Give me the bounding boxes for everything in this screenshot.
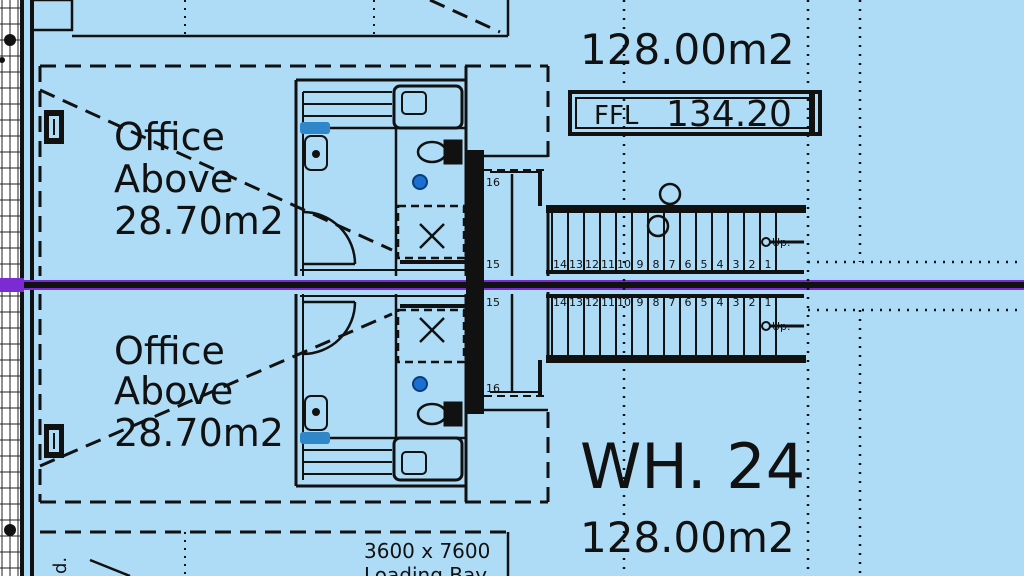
stair-lower-up-label: Up. bbox=[772, 320, 791, 333]
office-lower-name-2: Above bbox=[114, 369, 233, 413]
ffl-value: 134.20 bbox=[666, 94, 792, 135]
corner-mark: d. bbox=[50, 557, 71, 574]
stair-lower-step-number: 5 bbox=[701, 296, 708, 309]
office-upper-name-1: Office bbox=[114, 115, 225, 159]
loading-bay-dimensions: 3600 x 7600 bbox=[364, 539, 490, 563]
office-lower-area: 28.70m2 bbox=[114, 411, 284, 455]
stair-lower-step-number: 13 bbox=[569, 296, 583, 309]
stair-upper-step-number: 5 bbox=[701, 258, 708, 271]
stair-upper-step-number: 6 bbox=[685, 258, 692, 271]
stair-upper-up-label: Up. bbox=[772, 236, 791, 249]
sink-lower bbox=[300, 376, 428, 444]
stair-lower-step-number: 14 bbox=[553, 296, 567, 309]
amenities-block-lower bbox=[294, 294, 468, 502]
loading-bay-outline bbox=[40, 530, 510, 576]
stair-lower-step-number: 8 bbox=[653, 296, 660, 309]
sink-upper bbox=[300, 122, 428, 190]
stair-lower-step-number: 7 bbox=[669, 296, 676, 309]
stair-lower-step-number: 3 bbox=[733, 296, 740, 309]
office-lower-name-1: Office bbox=[114, 329, 225, 373]
stair-upper-step-number: 9 bbox=[637, 258, 644, 271]
stair-upper-step-number: 12 bbox=[585, 258, 599, 271]
stair-lower-step-number: 12 bbox=[585, 296, 599, 309]
stair-upper-step-number: 1 bbox=[765, 258, 772, 271]
stair-lower-step-number: 1 bbox=[765, 296, 772, 309]
amenities-block-upper bbox=[294, 66, 468, 276]
outlet-symbol-lower bbox=[44, 424, 64, 458]
stair-upper-step-number: 11 bbox=[601, 258, 615, 271]
stair-upper-step-number: 4 bbox=[717, 258, 724, 271]
office-upper-name-2: Above bbox=[114, 157, 233, 201]
stair-upper-landing-16: 16 bbox=[486, 176, 500, 189]
top-left-partial-room bbox=[30, 0, 510, 38]
bottom-unit-area: 128.00m2 bbox=[580, 513, 795, 562]
stair-lower-step-number: 6 bbox=[685, 296, 692, 309]
stair-upper-step-number: 2 bbox=[749, 258, 756, 271]
outlet-symbol-upper bbox=[44, 110, 64, 144]
ffl-box bbox=[568, 90, 822, 136]
staircase-upper bbox=[490, 171, 806, 276]
stair-upper-step-number: 7 bbox=[669, 258, 676, 271]
stair-lower-step-number: 4 bbox=[717, 296, 724, 309]
stair-upper-landing-15: 15 bbox=[486, 258, 500, 271]
grid-dotted-lines bbox=[622, 0, 1024, 576]
stair-upper-step-number: 10 bbox=[617, 258, 631, 271]
stair-lower-landing-16: 16 bbox=[486, 382, 500, 395]
staircase-lower bbox=[490, 292, 806, 393]
stair-lower-step-number: 2 bbox=[749, 296, 756, 309]
stair-upper-step-number: 8 bbox=[653, 258, 660, 271]
office-above-upper-outline bbox=[38, 64, 550, 276]
top-unit-area: 128.00m2 bbox=[580, 25, 795, 74]
office-upper-area: 28.70m2 bbox=[114, 199, 284, 243]
stair-upper-step-number: 3 bbox=[733, 258, 740, 271]
stair-lower-step-number: 10 bbox=[617, 296, 631, 309]
stair-lower-landing-15: 15 bbox=[486, 296, 500, 309]
unit-boundary-wall bbox=[24, 280, 1024, 290]
loading-bay-name: Loading Bay bbox=[364, 563, 487, 576]
stair-upper-step-number: 14 bbox=[553, 258, 567, 271]
ffl-label: FFL bbox=[594, 101, 639, 131]
office-above-lower-outline bbox=[38, 294, 550, 504]
stair-lower-step-number: 11 bbox=[601, 296, 615, 309]
stair-upper-step-number: 13 bbox=[569, 258, 583, 271]
stair-lower-step-number: 9 bbox=[637, 296, 644, 309]
bottom-unit-name: WH. 24 bbox=[580, 430, 805, 503]
stair-core-walls bbox=[466, 150, 548, 414]
